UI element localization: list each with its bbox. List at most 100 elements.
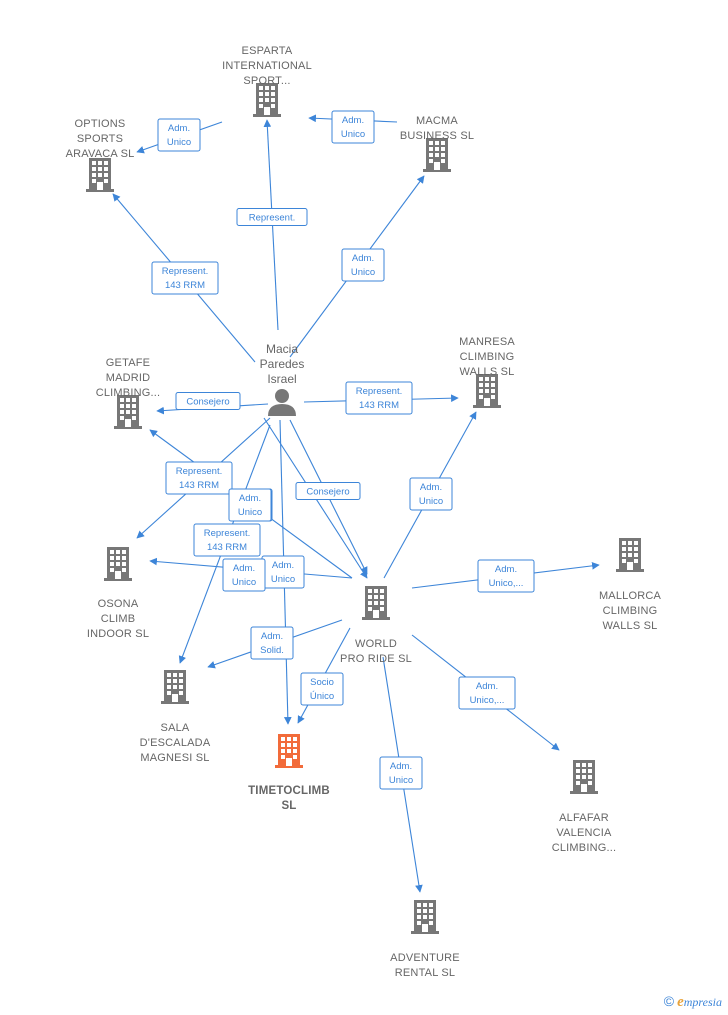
person-name-line: Paredes xyxy=(260,357,305,371)
company-name-line: CLIMBING xyxy=(460,351,515,363)
edge-label[interactable]: Adm.Unico xyxy=(222,558,266,592)
company-node-mallorca[interactable]: MALLORCA CLIMBING WALLS SL xyxy=(599,538,662,632)
company-name-line: D'ESCALADA xyxy=(140,737,211,749)
edge-label[interactable]: Adm.Unico xyxy=(331,110,375,144)
edge-label[interactable]: Adm.Unico xyxy=(228,488,272,522)
edge-label-text: Adm. xyxy=(352,253,374,264)
edge-label-text: 143 RRM xyxy=(207,542,247,553)
empresia-watermark: ©empresia xyxy=(664,993,722,1011)
nodes-layer: MaciaParedesIsraelESPARTAINTERNATIONALSP… xyxy=(66,45,662,979)
edge-label[interactable]: Represent.143 RRM xyxy=(345,381,413,415)
edge-label-text: Unico xyxy=(271,574,295,585)
edge-label-text: Consejero xyxy=(306,487,349,498)
person-name-line: Israel xyxy=(267,372,296,386)
edge-label-text: Adm. xyxy=(390,761,412,772)
edge-label[interactable]: Adm.Unico,... xyxy=(477,559,535,593)
edge-label-text: Solid. xyxy=(260,645,284,656)
company-name-line: MAGNESI SL xyxy=(140,752,209,764)
edge-label-box xyxy=(331,110,375,144)
company-name-line: MADRID xyxy=(106,372,151,384)
company-name-line: ARAVACA SL xyxy=(66,148,135,160)
edge-label-text: 143 RRM xyxy=(359,400,399,411)
company-name-line: ALFAFAR xyxy=(559,812,609,824)
edge-label-text: Unico xyxy=(389,775,413,786)
building-icon xyxy=(423,138,451,172)
company-name-line: WALLS SL xyxy=(460,366,515,378)
company-name-line: MALLORCA xyxy=(599,590,662,602)
edge-label[interactable]: Adm. Unico xyxy=(341,248,385,282)
company-name-line: MACMA xyxy=(416,115,458,127)
building-icon xyxy=(411,900,439,934)
building-icon xyxy=(616,538,644,572)
company-node-macma[interactable]: MACMA BUSINESS SL xyxy=(400,115,474,172)
company-node-getafe[interactable]: GETAFE MADRID CLIMBING... xyxy=(96,357,161,429)
company-name-line: INTERNATIONAL xyxy=(222,60,312,72)
edge-label-text: Unico xyxy=(351,267,375,278)
edge-label-text: Adm. xyxy=(261,631,283,642)
edge-label[interactable]: Represent.143 RRM xyxy=(151,261,219,295)
edge-label[interactable]: Adm.Unico,... xyxy=(458,676,516,710)
edge-label[interactable]: Represent. xyxy=(236,208,308,226)
company-name-line: BUSINESS SL xyxy=(400,130,474,142)
edge-label[interactable]: Adm. Unico xyxy=(261,555,305,589)
company-name-line: TIMETOCLIMB xyxy=(248,785,330,797)
edge-label[interactable]: Consejero xyxy=(175,392,241,410)
edge-label-box xyxy=(250,626,294,660)
edge-label-box xyxy=(295,482,361,500)
brand-name: mpresia xyxy=(683,995,722,1009)
edge-label-text: Unico xyxy=(419,496,443,507)
edge-label-text: Adm. xyxy=(233,563,255,574)
edge-label-box xyxy=(409,477,453,511)
company-name-line: WALLS SL xyxy=(603,620,658,632)
edge-label[interactable]: Consejero xyxy=(295,482,361,500)
copyright-icon: © xyxy=(663,993,675,1009)
building-icon xyxy=(253,83,281,117)
edge-label-text: Adm. xyxy=(420,482,442,493)
company-name-line: ADVENTURE xyxy=(390,952,460,964)
edge-label-text: Adm. xyxy=(239,493,261,504)
company-name-line: INDOOR SL xyxy=(87,628,149,640)
building-icon xyxy=(161,670,189,704)
edges-layer xyxy=(112,114,600,893)
company-name-line: CLIMBING... xyxy=(96,387,161,399)
company-name-line: GETAFE xyxy=(106,357,150,369)
company-name-line: CLIMBING xyxy=(603,605,658,617)
edge-label-box xyxy=(458,676,516,710)
building-icon xyxy=(114,395,142,429)
edge-label-text: Adm. xyxy=(495,564,517,575)
edge-label-box xyxy=(236,208,308,226)
company-name-line: SPORT... xyxy=(243,75,290,87)
edge-label-box xyxy=(157,118,201,152)
edge-label-text: Adm. xyxy=(168,123,190,134)
company-name-line: SPORTS xyxy=(77,133,123,145)
building-icon xyxy=(275,734,303,768)
edge-label[interactable]: Adm. Unico xyxy=(379,756,423,790)
building-icon xyxy=(362,586,390,620)
company-node-alfafar[interactable]: ALFAFARVALENCIACLIMBING... xyxy=(552,760,617,854)
edge-label[interactable]: Adm. Solid. xyxy=(250,626,294,660)
edge-label[interactable]: Adm.Unico xyxy=(157,118,201,152)
building-icon xyxy=(473,374,501,408)
edge-label-text: Adm. xyxy=(476,681,498,692)
company-node-esparta[interactable]: ESPARTAINTERNATIONALSPORT... xyxy=(222,45,312,117)
edge-label[interactable]: Adm. Unico xyxy=(409,477,453,511)
edge-label-text: Socio xyxy=(310,677,334,688)
edge-label[interactable]: Represent.143 RRM xyxy=(193,523,261,557)
edge-label-text: Adm. xyxy=(272,560,294,571)
edge-labels-layer: Represent.Represent.143 RRMAdm.UnicoAdm.… xyxy=(151,110,535,790)
edge-label-box xyxy=(228,488,272,522)
company-name-line: OSONA xyxy=(98,598,139,610)
edge-label[interactable]: Represent.143 RRM xyxy=(165,461,233,495)
person-icon xyxy=(268,389,296,416)
edge-label-box xyxy=(165,461,233,495)
